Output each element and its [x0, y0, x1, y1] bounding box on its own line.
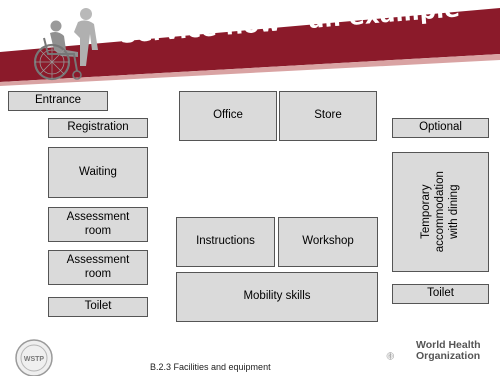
box-label: Registration [67, 121, 129, 134]
box-label: Toilet [84, 300, 112, 313]
box-label: Temporary accommodation with dining [419, 171, 460, 253]
box-label: Assessment room [66, 253, 130, 280]
box-label: Mobility skills [243, 290, 311, 303]
box-label: Assessment room [66, 210, 130, 237]
wheelchair-user-icon [33, 8, 98, 81]
box-registration: Registration [48, 118, 148, 138]
footer-caption: B.2.3 Facilities and equipment [150, 362, 271, 372]
box-entrance: Entrance [8, 91, 108, 111]
box-label: Instructions [196, 235, 255, 248]
who-emblem-icon [386, 352, 394, 360]
who-line-2: Organization [416, 350, 481, 363]
box-optional: Optional [392, 118, 489, 138]
box-mobility-skills: Mobility skills [176, 272, 378, 322]
box-toilet-right: Toilet [392, 284, 489, 304]
box-label: Office [213, 109, 243, 122]
box-label: Optional [419, 121, 462, 134]
box-temporary-accommodation: Temporary accommodation with dining [392, 152, 489, 272]
box-assessment-room-2: Assessment room [48, 250, 148, 285]
header-banner [0, 8, 500, 86]
who-line-1: World Health [416, 339, 481, 351]
box-label: Toilet [427, 287, 454, 300]
wstp-logo-icon: WSTP [15, 339, 53, 376]
box-label: Waiting [79, 165, 117, 178]
box-toilet-left: Toilet [48, 297, 148, 317]
box-workshop: Workshop [278, 217, 378, 267]
box-label: Workshop [302, 235, 354, 248]
box-label: Store [314, 109, 342, 122]
box-label: Entrance [34, 94, 82, 107]
who-wordmark: World Health Organization [416, 339, 481, 363]
box-assessment-room-1: Assessment room [48, 207, 148, 242]
box-waiting: Waiting [48, 147, 148, 198]
box-store: Store [279, 91, 377, 141]
wstp-logo-text: WSTP [24, 356, 45, 363]
box-office: Office [179, 91, 277, 141]
box-instructions: Instructions [176, 217, 275, 267]
